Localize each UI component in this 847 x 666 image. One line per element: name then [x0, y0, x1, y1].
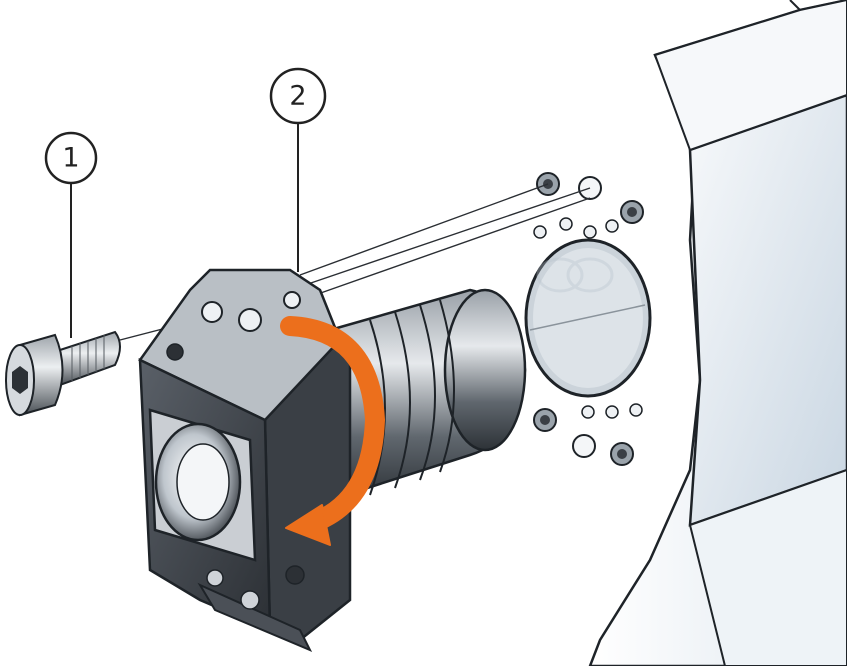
curved-arrow-icon	[280, 316, 386, 546]
socket-head-screw-icon	[5, 330, 121, 417]
callout-1: 1	[44, 131, 98, 185]
pin-hole	[605, 219, 619, 233]
callout-2-label: 2	[289, 81, 306, 112]
turret-upper-face	[653, 0, 847, 152]
screw-hole	[610, 442, 634, 466]
callout-1-label: 1	[62, 143, 79, 174]
pin-hole	[581, 405, 595, 419]
pin-hole	[629, 403, 643, 417]
screw-shank	[59, 330, 121, 387]
watermark	[536, 257, 614, 293]
turret-side-face	[688, 93, 847, 527]
screw-hole	[533, 408, 557, 432]
screw-hole	[572, 434, 596, 458]
pin-hole	[533, 225, 547, 239]
pin-hole	[605, 405, 619, 419]
screw-hole	[620, 200, 644, 224]
turret	[524, 0, 847, 666]
callout-leaders	[70, 124, 299, 338]
turret-lower-face	[688, 468, 847, 666]
callout-2: 2	[269, 67, 327, 125]
pin-hole	[583, 225, 597, 239]
tool-holder	[138, 268, 527, 652]
pin-hole	[559, 217, 573, 231]
